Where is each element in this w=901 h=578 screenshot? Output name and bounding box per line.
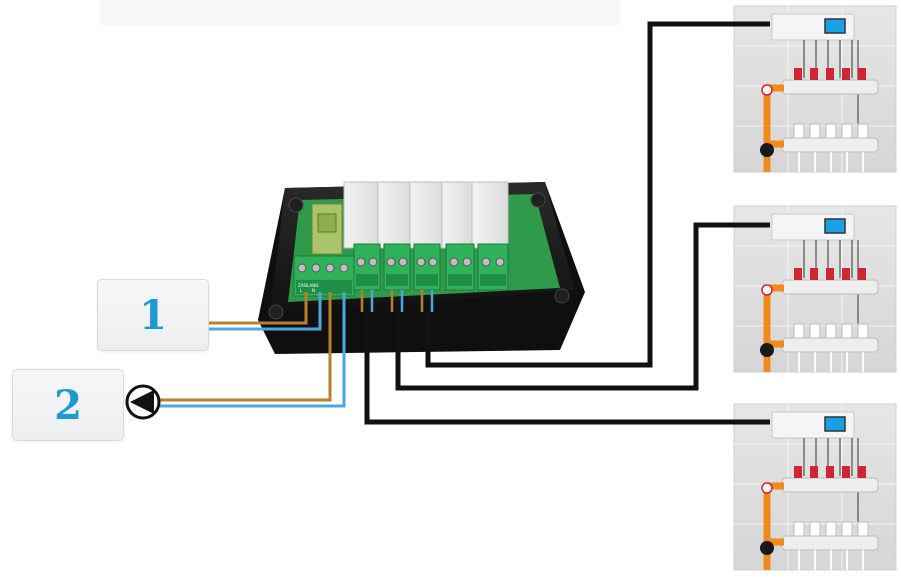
manifold-unit-3: [733, 403, 897, 571]
heating-manifold-icon: [733, 205, 897, 373]
terminal-blocks: ZASILANIE L N: [293, 243, 509, 297]
wire-manifold-2: [395, 222, 770, 391]
wire-manifold-3: [364, 306, 770, 425]
manifold-unit-1: [733, 5, 897, 173]
heating-manifold-icon: [733, 5, 897, 173]
relays: [343, 181, 509, 249]
wire-input-1: [207, 292, 322, 331]
terminal-label-l: L: [300, 288, 303, 293]
terminal-label-n: N: [312, 288, 315, 293]
wires: [160, 21, 770, 425]
power-terminal-block: ZASILANIE L N: [293, 255, 355, 297]
heating-manifold-icon: [733, 403, 897, 571]
terminal-power-text: ZASILANIE: [298, 283, 319, 288]
background-haze: [100, 0, 620, 26]
wire-manifold-1: [425, 21, 770, 368]
transformer: [311, 203, 343, 255]
input-number-2: 2: [54, 381, 82, 429]
pump-icon: [125, 384, 161, 420]
control-box: ZASILANIE L N: [258, 181, 585, 354]
input-label-2: 2: [12, 369, 124, 441]
input-label-1: 1: [97, 279, 209, 351]
wire-input-2: [160, 292, 346, 408]
wire-relay-stubs: [360, 290, 434, 312]
input-number-1: 1: [139, 291, 167, 339]
manifold-unit-2: [733, 205, 897, 373]
